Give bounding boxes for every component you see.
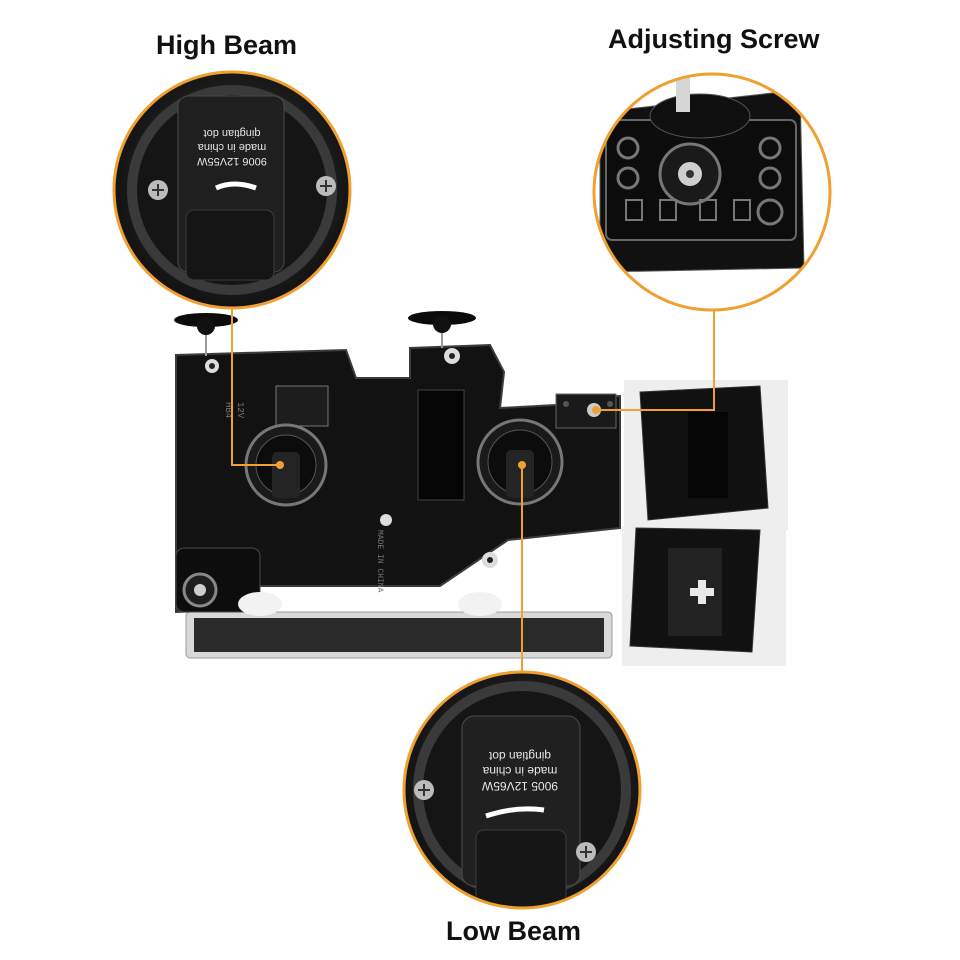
low-beam-zoom: qingtian dot made in china 9005 12V65W [404,672,640,908]
high-beam-label: High Beam [156,30,298,60]
low-beam-ring [402,670,642,910]
low-beam-bulb-text-1: qingtian dot [488,749,551,763]
hb4-mark: HB4 [223,402,233,418]
high-beam-zoom: qingtian dot made in china 9006 12V55W [114,72,350,308]
high-beam-bulb-text-3: 9006 12V55W [197,155,267,167]
low-beam-bulb-text-2: made in china [482,764,557,778]
low-beam-bulb-text-3: 9005 12V65W [481,779,558,793]
adjusting-screw-marker [592,406,600,414]
voltage-mark: 12V [235,402,245,419]
adjusting-screw-label: Adjusting Screw [608,24,820,54]
low-beam-label: Low Beam [446,916,582,946]
high-beam-marker [276,461,284,469]
corner-brackets [622,380,788,666]
callout-lines [231,308,715,672]
high-beam-bulb-text-2: made in china [197,141,266,153]
high-beam-bulb-text-1: qingtian dot [204,127,261,139]
adjusting-screw-zoom [594,74,830,310]
adjusting-screw-ring [592,72,832,312]
made-in-china-mark: MADE IN CHINA [375,530,384,593]
high-beam-ring [112,70,352,310]
cross-hole-icon [690,580,714,604]
headlight-assembly: 12V HB4 MADE IN CHINA [174,311,621,659]
low-beam-marker [518,461,526,469]
